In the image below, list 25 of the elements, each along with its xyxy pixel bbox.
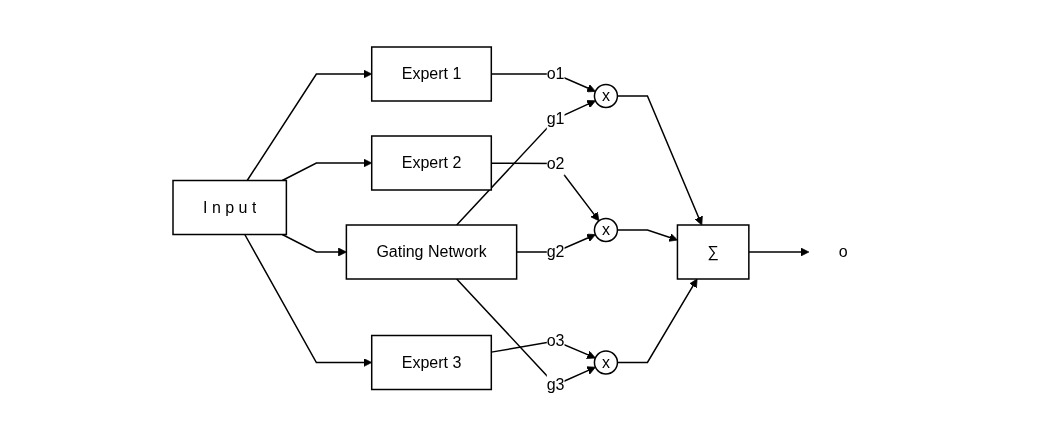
arrow xyxy=(490,339,596,359)
node-box: Expert 2 xyxy=(370,134,492,191)
arrow xyxy=(616,278,698,363)
arrow xyxy=(490,162,599,221)
node-box: I n p u t xyxy=(171,179,287,235)
node-circle: x xyxy=(593,83,618,108)
node-box: Expert 3 xyxy=(370,334,492,390)
arrow xyxy=(281,158,372,181)
node-circle: x xyxy=(593,349,618,375)
arrow xyxy=(281,233,347,256)
arrow xyxy=(243,233,372,367)
node-text: o xyxy=(838,242,848,260)
arrow xyxy=(455,99,596,226)
edge-label: g2 xyxy=(546,242,565,260)
node-box: Expert 1 xyxy=(370,45,492,102)
edge-label: g3 xyxy=(546,375,565,393)
edge-label: o1 xyxy=(546,64,565,82)
edge-label: o3 xyxy=(546,331,565,349)
node-circle: x xyxy=(593,217,618,242)
node-box: Gating Network xyxy=(345,223,517,280)
arrow xyxy=(490,72,596,92)
edge-label: g1 xyxy=(546,109,565,127)
edge-label: o2 xyxy=(546,154,565,171)
node-box: ∑ xyxy=(676,223,750,280)
arrow xyxy=(246,69,372,181)
